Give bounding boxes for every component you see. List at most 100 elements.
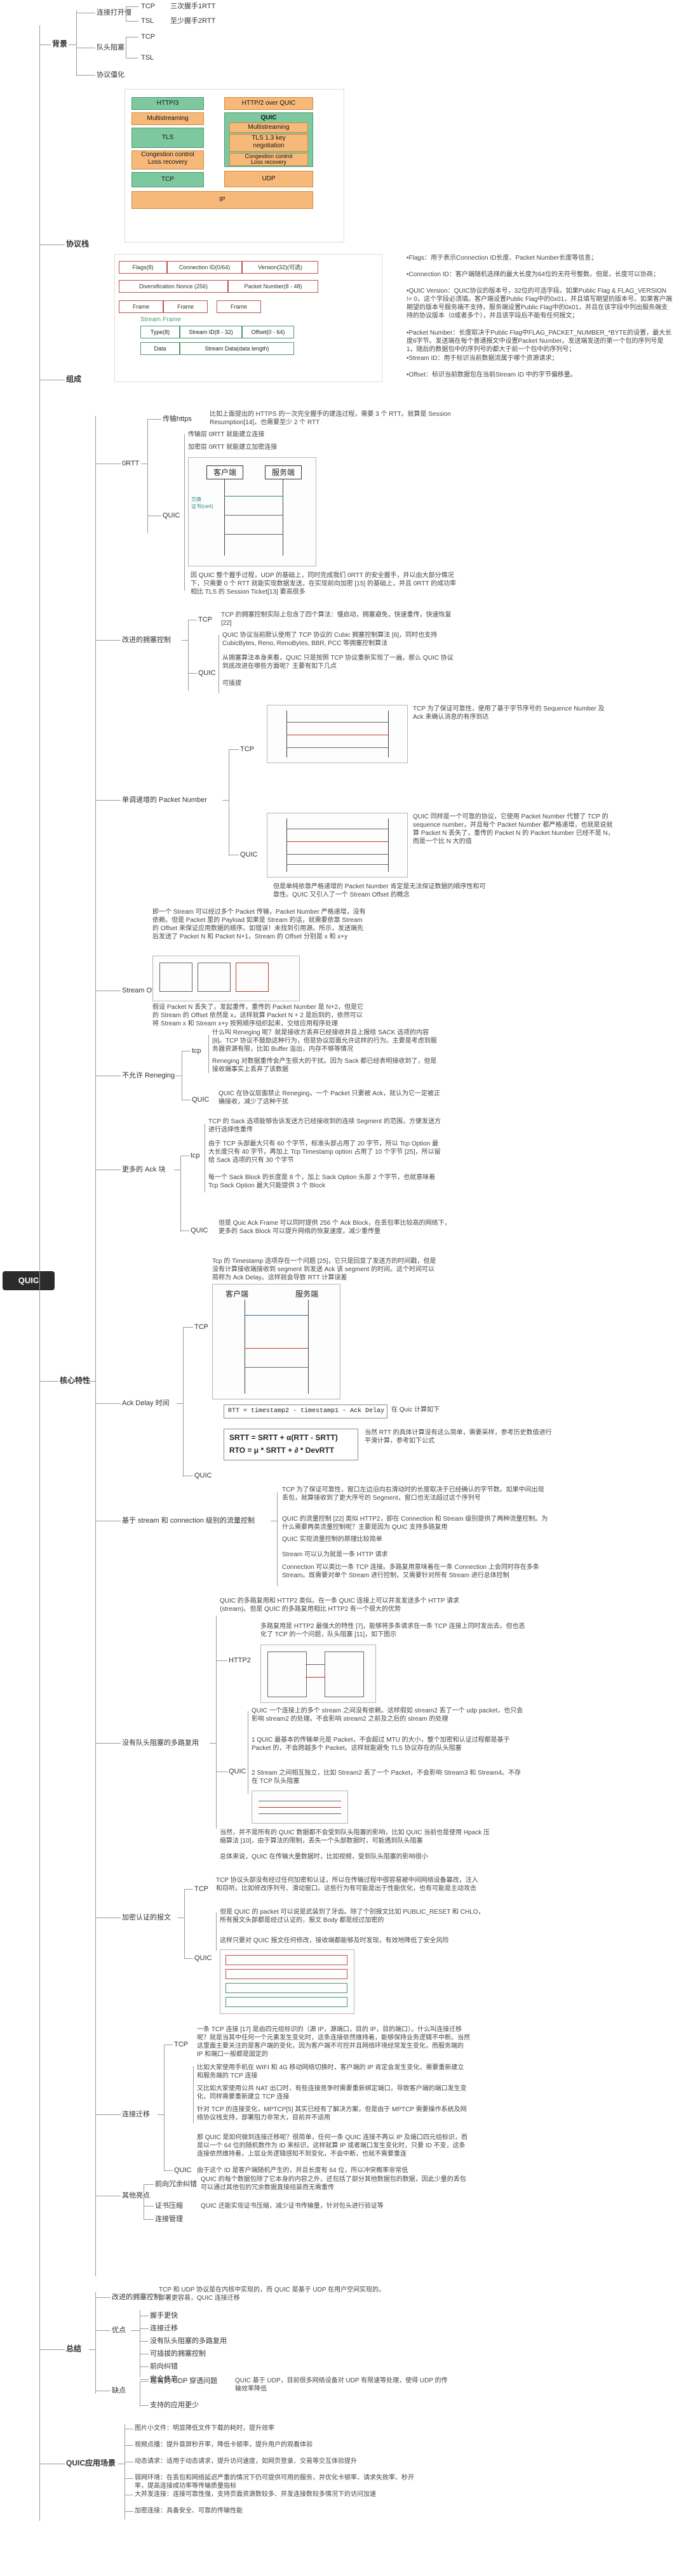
f4-note: 即一个 Stream 可以经过多个 Packet 传输，Packet Numbe…: [152, 909, 366, 940]
f12-fec-note: QUIC 的每个数据包除了它本身的内容之外，还包括了部分其他数据包的数据，因此少…: [201, 2176, 466, 2191]
section-protocol-stack[interactable]: 协议栈: [66, 239, 90, 248]
f5-quic[interactable]: QUIC: [192, 1096, 210, 1104]
branch-line: [277, 1492, 278, 1586]
bg-hol[interactable]: 队头阻塞: [97, 44, 124, 51]
branch-line: [224, 496, 283, 497]
feature-trunk: [95, 416, 96, 2276]
f10-quic-2: 这样只要对 QUIC 报文任何修改，接收端都能够及时发现，有效地降低了安全风险: [220, 1937, 449, 1944]
sum-cons-udp-note: QUIC 基于 UDP，目前很多网络设备对 UDP 有限速等处理，使得 UDP …: [235, 2377, 448, 2392]
feature-ack-delay[interactable]: Ack Delay 时间: [122, 1399, 170, 1407]
f6-tcp[interactable]: tcp: [191, 1152, 200, 1159]
f2-tcp[interactable]: TCP: [198, 616, 212, 624]
f10-figure: [220, 1949, 354, 2014]
f3-quic-note2: 但是单纯依靠严格递增的 Packet Number 肯定是无法保证数据的顺序性和…: [273, 883, 486, 898]
feature-0rtt[interactable]: 0RTT: [122, 460, 140, 467]
stack-ip: IP: [131, 191, 313, 209]
bg-hol-tls: TSL: [141, 54, 154, 62]
f8-3: QUIC 实现流量控制的原理比较简单: [282, 1536, 382, 1543]
f2-quic[interactable]: QUIC: [198, 669, 216, 677]
apps-item: 大并发连接：连接可靠性强，支持页面资源数较多、并发连接数较多情况下的访问加速: [135, 2491, 376, 2498]
pkt-div-nonce: Diversification Nonce (256): [119, 280, 228, 293]
sum-cons[interactable]: 缺点: [112, 2387, 126, 2394]
pkt-version: Version(32)(可选): [242, 261, 318, 274]
section-background[interactable]: 背景: [52, 39, 68, 48]
pkt-stream-frame-label: Stream Frame: [140, 316, 181, 323]
branch-line: [164, 2045, 165, 2172]
feature-ack-blocks[interactable]: 更多的 Ack 块: [122, 1166, 166, 1173]
f12-fec[interactable]: 前向冗余纠错: [155, 2180, 197, 2188]
branch-line: [308, 1300, 309, 1394]
f9-http2-note: 多路复用是 HTTP2 最强大的特性 [7]，能够将多条请求在一条 TCP 连接…: [260, 1623, 525, 1638]
branch-line: [182, 640, 188, 641]
branch-line: [184, 1958, 193, 1959]
branch-line: [95, 800, 121, 801]
f7-rto: RTO = μ * SRTT + ∂ * DevRTT: [229, 1446, 335, 1455]
trunk-line: [39, 25, 40, 2521]
sum-pros-item: 握手更快: [150, 2312, 178, 2319]
f11-quic[interactable]: QUIC: [174, 2166, 192, 2174]
branch-line: [76, 10, 77, 76]
f6-quic[interactable]: QUIC: [191, 1227, 208, 1234]
branch-line: [388, 711, 389, 757]
f7-quic[interactable]: QUIC: [194, 1472, 212, 1479]
f9-quic[interactable]: QUIC: [229, 1768, 246, 1775]
f9-http2[interactable]: HTTP2: [229, 1657, 251, 1664]
f10-tcp[interactable]: TCP: [194, 1885, 208, 1893]
f5-tcp[interactable]: tcp: [192, 1047, 201, 1055]
feature-packet-number[interactable]: 单调递增的 Packet Number: [122, 796, 207, 804]
f3-tcp[interactable]: TCP: [240, 745, 254, 753]
stack-http2-over-quic: HTTP/2 over QUIC: [224, 97, 313, 110]
f7-tcp[interactable]: TCP: [194, 1323, 208, 1331]
stack-tcp: TCP: [131, 172, 204, 187]
bg-slow-open[interactable]: 连接打开慢: [97, 9, 131, 17]
branch-line: [245, 1315, 308, 1316]
f7-ack-delay-figure: 客户端 服务端: [212, 1284, 340, 1399]
sum-pros-item: 没有队头阻塞的多路复用: [150, 2337, 227, 2345]
bg-ossify[interactable]: 协议僵化: [97, 71, 124, 79]
f1-quic[interactable]: QUIC: [163, 512, 180, 519]
packet-desc-line: •Offset：标识当前数据包在当前Stream ID 中的字节偏移量。: [407, 371, 577, 378]
f11-quic-2: 由于这个 ID 是客户端随机产生的，并且长度有 64 位，所以冲突概率非常低: [197, 2167, 408, 2174]
feature-other[interactable]: 其他亮点: [122, 2192, 150, 2199]
branch-line: [224, 534, 283, 535]
branch-line: [188, 673, 197, 674]
section-apps[interactable]: QUIC应用场景: [66, 2459, 116, 2467]
section-frames[interactable]: 组成: [66, 375, 82, 384]
feature-encryption[interactable]: 加密认证的报文: [122, 1914, 171, 1921]
feature-flow-control[interactable]: 基于 stream 和 connection 级别的流量控制: [122, 1517, 255, 1525]
f1-https[interactable]: 传输https: [163, 415, 192, 423]
root-node-quic[interactable]: QUIC: [3, 1271, 55, 1290]
sum-pros[interactable]: 优点: [112, 2326, 126, 2334]
section-summary[interactable]: 总结: [66, 2344, 82, 2353]
branch-line: [140, 2379, 149, 2380]
f12-conn-mgmt[interactable]: 连接管理: [155, 2215, 183, 2223]
section-features[interactable]: 核心特性: [60, 1376, 91, 1385]
f9-1: QUIC 的多路复用和 HTTP2 类似。在一条 QUIC 连接上可以并发发送多…: [220, 1598, 460, 1613]
packet-format-figure: Flags(8) Connection ID(0/64) Version(32)…: [114, 254, 382, 382]
f4-note2: 假设 Packet N 丢失了，发起重传，重传的 Packet Number 是…: [152, 1004, 364, 1027]
f3-quic[interactable]: QUIC: [240, 851, 258, 858]
f12-cert[interactable]: 证书压缩: [155, 2202, 183, 2210]
branch-line: [39, 244, 65, 245]
feature-multiplexing[interactable]: 没有队头阻塞的多路复用: [122, 1739, 199, 1747]
f6-tcp-3: 每一个 Sack Block 的长度是 8 个，加上 Sack Option 头…: [208, 1174, 436, 1189]
sum-pros-item: 可插拔的拥塞控制: [150, 2350, 206, 2358]
branch-line: [286, 711, 287, 757]
branch-line: [184, 434, 185, 591]
sum-congestion[interactable]: 改进的拥塞控制: [112, 2293, 161, 2301]
branch-line: [225, 1983, 347, 1993]
sum-pros-item: 安全性高: [150, 2375, 178, 2383]
feature-reneging[interactable]: 不允许 Reneging: [122, 1072, 175, 1079]
branch-line: [325, 1652, 364, 1697]
f11-tcp[interactable]: TCP: [174, 2041, 188, 2048]
f5-tcp-note2: Reneging 对数据重传会产生很大的干扰。因为 Sack 都已经表明接收到了…: [212, 1058, 437, 1073]
feature-congestion[interactable]: 改进的拥塞控制: [122, 636, 171, 644]
branch-line: [267, 1652, 307, 1697]
f10-quic-1: 但是 QUIC 的 packet 可以说是武装到了牙齿。除了个别报文比如 PUB…: [220, 1909, 485, 1924]
f10-quic[interactable]: QUIC: [194, 1954, 212, 1962]
feature-migration[interactable]: 连接迁移: [122, 2111, 150, 2118]
pkt-data: Data: [140, 342, 180, 355]
f8-4: Stream 可以认为就是一条 HTTP 请求: [282, 1551, 388, 1558]
branch-line: [388, 818, 389, 872]
pkt-flags: Flags(8): [119, 261, 167, 274]
